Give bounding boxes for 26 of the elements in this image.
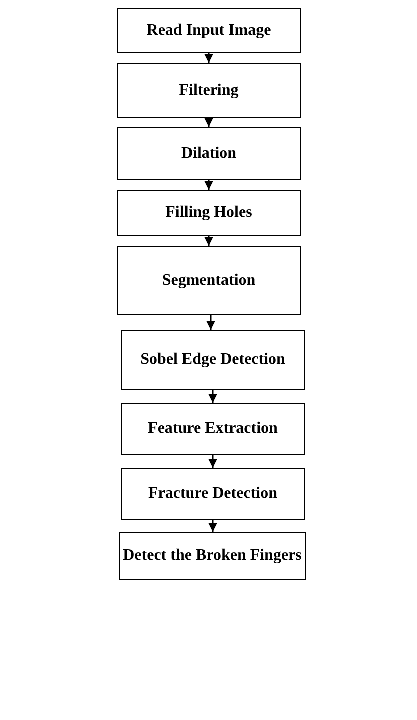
step-label: Segmentation <box>162 272 256 290</box>
step-label: Filtering <box>179 82 239 100</box>
arrow <box>204 53 214 63</box>
arrow <box>206 315 216 330</box>
arrow <box>208 390 218 403</box>
process-box <box>121 403 305 455</box>
step-label: Filling Holes <box>166 204 252 222</box>
arrow <box>204 236 214 246</box>
step-label: Fracture Detection <box>148 485 278 503</box>
step-label: Read Input Image <box>146 22 272 40</box>
arrow <box>204 118 214 127</box>
arrow <box>204 180 214 190</box>
process-box <box>117 246 301 315</box>
process-box <box>121 468 305 520</box>
process-box <box>117 63 301 118</box>
arrow <box>208 520 218 532</box>
step-label: Detect the Broken Fingers <box>123 547 302 565</box>
process-box <box>117 190 301 236</box>
process-box <box>117 8 301 53</box>
step-label: Feature Extraction <box>148 420 278 438</box>
arrow <box>208 455 218 468</box>
step-label: Sobel Edge Detection <box>140 351 286 369</box>
process-box <box>117 127 301 180</box>
step-label: Dilation <box>181 144 237 162</box>
process-box <box>121 330 305 390</box>
process-box <box>119 532 306 580</box>
